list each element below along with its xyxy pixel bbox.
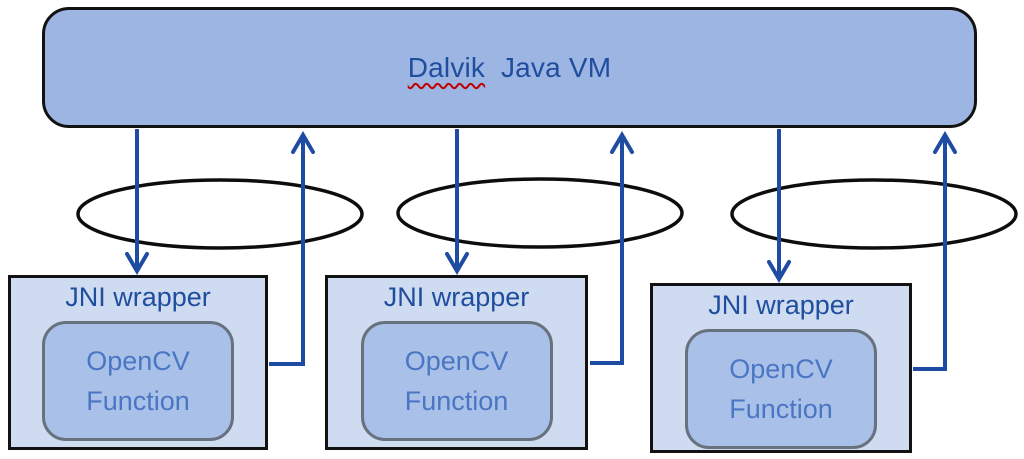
opencv-function-box-1: OpenCV Function <box>42 321 234 441</box>
vm-title-word-dalvik: Dalvik <box>407 51 486 83</box>
opencv-function-line1-2: OpenCV <box>404 346 509 376</box>
ellipse-2 <box>396 177 684 249</box>
jni-wrapper-title-2: JNI wrapper <box>383 282 530 312</box>
opencv-function-line2-2: Function <box>404 386 509 416</box>
jni-wrapper-title-3: JNI wrapper <box>708 290 854 320</box>
opencv-function-box-3: OpenCV Function <box>685 329 877 449</box>
vm-title-rest: Java VM <box>500 51 612 83</box>
up-arrow-3 <box>913 131 957 371</box>
opencv-function-line2-3: Function <box>729 394 833 424</box>
jni-wrapper-box-1: JNI wrapper OpenCV Function <box>8 275 268 450</box>
up-arrow-1 <box>269 131 315 366</box>
dalvik-vm-box: Dalvik Java VM <box>42 7 977 128</box>
opencv-function-line2-1: Function <box>86 386 190 416</box>
jni-wrapper-box-3: JNI wrapper OpenCV Function <box>650 283 912 453</box>
jni-wrapper-box-2: JNI wrapper OpenCV Function <box>325 275 588 450</box>
opencv-function-line1-3: OpenCV <box>729 354 833 384</box>
ellipse-1 <box>76 178 364 250</box>
opencv-function-line1-1: OpenCV <box>86 346 190 376</box>
up-arrow-2 <box>590 131 634 365</box>
opencv-function-box-2: OpenCV Function <box>360 321 553 441</box>
jni-wrapper-title-1: JNI wrapper <box>65 282 211 312</box>
ellipse-3 <box>730 178 1018 250</box>
vm-title: Dalvik Java VM <box>408 52 612 84</box>
